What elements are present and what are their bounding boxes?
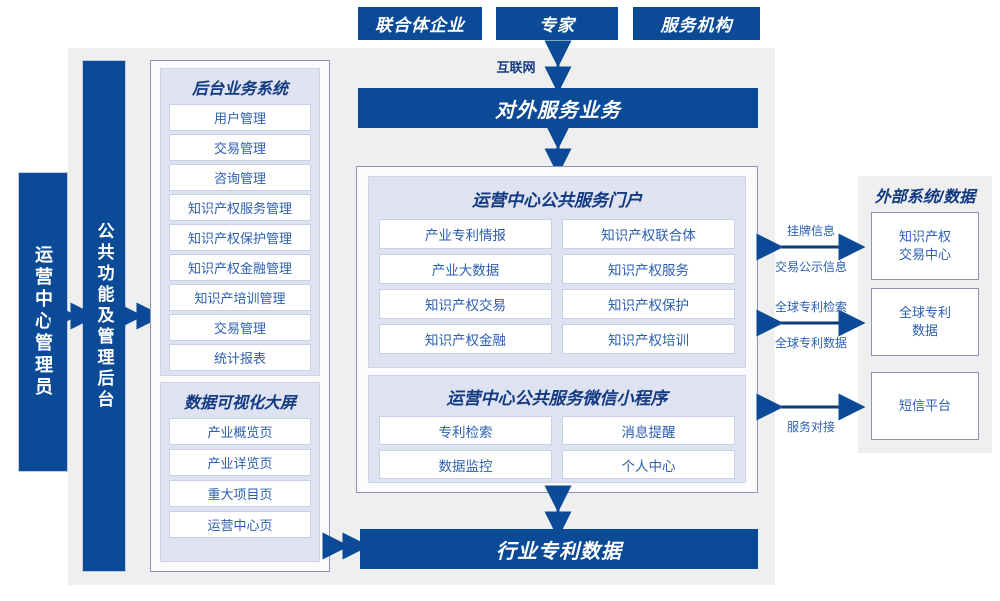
external-item-ip-trading-center[interactable]: 知识产权 交易中心 <box>871 212 979 280</box>
public-service-portal-panel: 运营中心公共服务门户 产业专利情报 知识产权联合体 产业大数据 知识产权服务 知… <box>368 176 746 368</box>
portal-item[interactable]: 知识产权服务 <box>562 254 735 284</box>
backend-item-list: 用户管理 交易管理 咨询管理 知识产权服务管理 知识产权保护管理 知识产权金融管… <box>161 104 319 371</box>
portal-item[interactable]: 知识产权金融 <box>379 324 552 354</box>
miniprogram-panel-title: 运营中心公共服务微信小程序 <box>446 389 668 408</box>
miniprogram-item[interactable]: 数据监控 <box>379 450 552 479</box>
portal-item[interactable]: 知识产权保护 <box>562 289 735 319</box>
portal-item[interactable]: 产业专利情报 <box>379 219 552 249</box>
external-connector-3-arrow <box>756 393 866 421</box>
external-connector-2-arrow <box>756 309 866 337</box>
dataviz-item[interactable]: 产业详览页 <box>169 449 311 476</box>
backend-item[interactable]: 统计报表 <box>169 344 311 371</box>
actor-box-service-org[interactable]: 服务机构 <box>633 7 760 40</box>
backend-business-system-panel: 后台业务系统 用户管理 交易管理 咨询管理 知识产权服务管理 知识产权保护管理 … <box>160 68 320 376</box>
external-connector-1-label-above: 挂牌信息 <box>786 224 835 238</box>
external-connector-2-label-above: 全球专利检索 <box>774 300 847 314</box>
miniprogram-item[interactable]: 个人中心 <box>562 450 735 479</box>
internet-arrow <box>544 40 572 94</box>
miniprogram-item[interactable]: 专利检索 <box>379 416 552 445</box>
portal-item[interactable]: 知识产权培训 <box>562 324 735 354</box>
backend-item[interactable]: 知识产权保护管理 <box>169 224 311 251</box>
internet-label: 互联网 <box>496 60 536 75</box>
portal-item[interactable]: 产业大数据 <box>379 254 552 284</box>
dataviz-item-list: 产业概览页 产业详览页 重大项目页 运营中心页 <box>161 418 319 538</box>
portal-panel-title: 运营中心公共服务门户 <box>472 191 642 210</box>
backend-item[interactable]: 咨询管理 <box>169 164 311 191</box>
data-visualization-panel: 数据可视化大屏 产业概览页 产业详览页 重大项目页 运营中心页 <box>160 382 320 562</box>
backend-panel-title: 后台业务系统 <box>191 81 288 98</box>
external-connector-1-arrow <box>756 233 866 261</box>
actor-box-union-enterprise[interactable]: 联合体企业 <box>358 7 482 40</box>
dataviz-item[interactable]: 运营中心页 <box>169 511 311 538</box>
actor-label: 专家 <box>539 16 575 35</box>
backend-to-data-arrow <box>322 532 370 560</box>
external-connector-3-label-below: 服务对接 <box>786 420 835 434</box>
portal-item[interactable]: 知识产权交易 <box>379 289 552 319</box>
portal-grid: 产业专利情报 知识产权联合体 产业大数据 知识产权服务 知识产权交易 知识产权保… <box>369 219 745 354</box>
external-service-label: 对外服务业务 <box>495 99 621 122</box>
backend-item[interactable]: 用户管理 <box>169 104 311 131</box>
portal-to-data-arrow <box>544 485 572 539</box>
miniprogram-grid: 专利检索 消息提醒 数据监控 个人中心 <box>369 416 745 479</box>
backend-to-panel-arrow <box>116 302 164 330</box>
external-item-global-patent-data[interactable]: 全球专利 数据 <box>871 288 979 356</box>
backend-item[interactable]: 交易管理 <box>169 314 311 341</box>
industry-patent-data-bar[interactable]: 行业专利数据 <box>360 529 758 569</box>
backend-item[interactable]: 知识产权金融管理 <box>169 254 311 281</box>
backend-item[interactable]: 交易管理 <box>169 134 311 161</box>
backend-item[interactable]: 知识产培训管理 <box>169 284 311 311</box>
external-connector-2-label-below: 全球专利数据 <box>774 336 847 350</box>
actor-box-expert[interactable]: 专家 <box>496 7 618 40</box>
external-service-bar[interactable]: 对外服务业务 <box>358 88 758 128</box>
admin-to-backend-arrow <box>50 302 98 330</box>
wechat-miniprogram-panel: 运营中心公共服务微信小程序 专利检索 消息提醒 数据监控 个人中心 <box>368 375 746 483</box>
column-label: 运营中心管理员 <box>33 245 53 399</box>
service-to-portal-arrow <box>544 122 572 176</box>
actor-label: 服务机构 <box>660 16 733 35</box>
dataviz-item[interactable]: 重大项目页 <box>169 480 311 507</box>
backend-item[interactable]: 知识产权服务管理 <box>169 194 311 221</box>
column-label: 公共功能及管理后台 <box>94 221 114 411</box>
column-operation-center-admin[interactable]: 运营中心管理员 <box>18 172 68 472</box>
industry-patent-data-label: 行业专利数据 <box>496 540 622 563</box>
dataviz-item[interactable]: 产业概览页 <box>169 418 311 445</box>
dataviz-panel-title: 数据可视化大屏 <box>183 395 296 412</box>
external-systems-title: 外部系统/数据 <box>874 189 976 206</box>
portal-item[interactable]: 知识产权联合体 <box>562 219 735 249</box>
miniprogram-item[interactable]: 消息提醒 <box>562 416 735 445</box>
actor-label: 联合体企业 <box>375 16 465 35</box>
external-connector-1-label-below: 交易公示信息 <box>774 260 847 274</box>
external-item-sms-platform[interactable]: 短信平台 <box>871 372 979 440</box>
